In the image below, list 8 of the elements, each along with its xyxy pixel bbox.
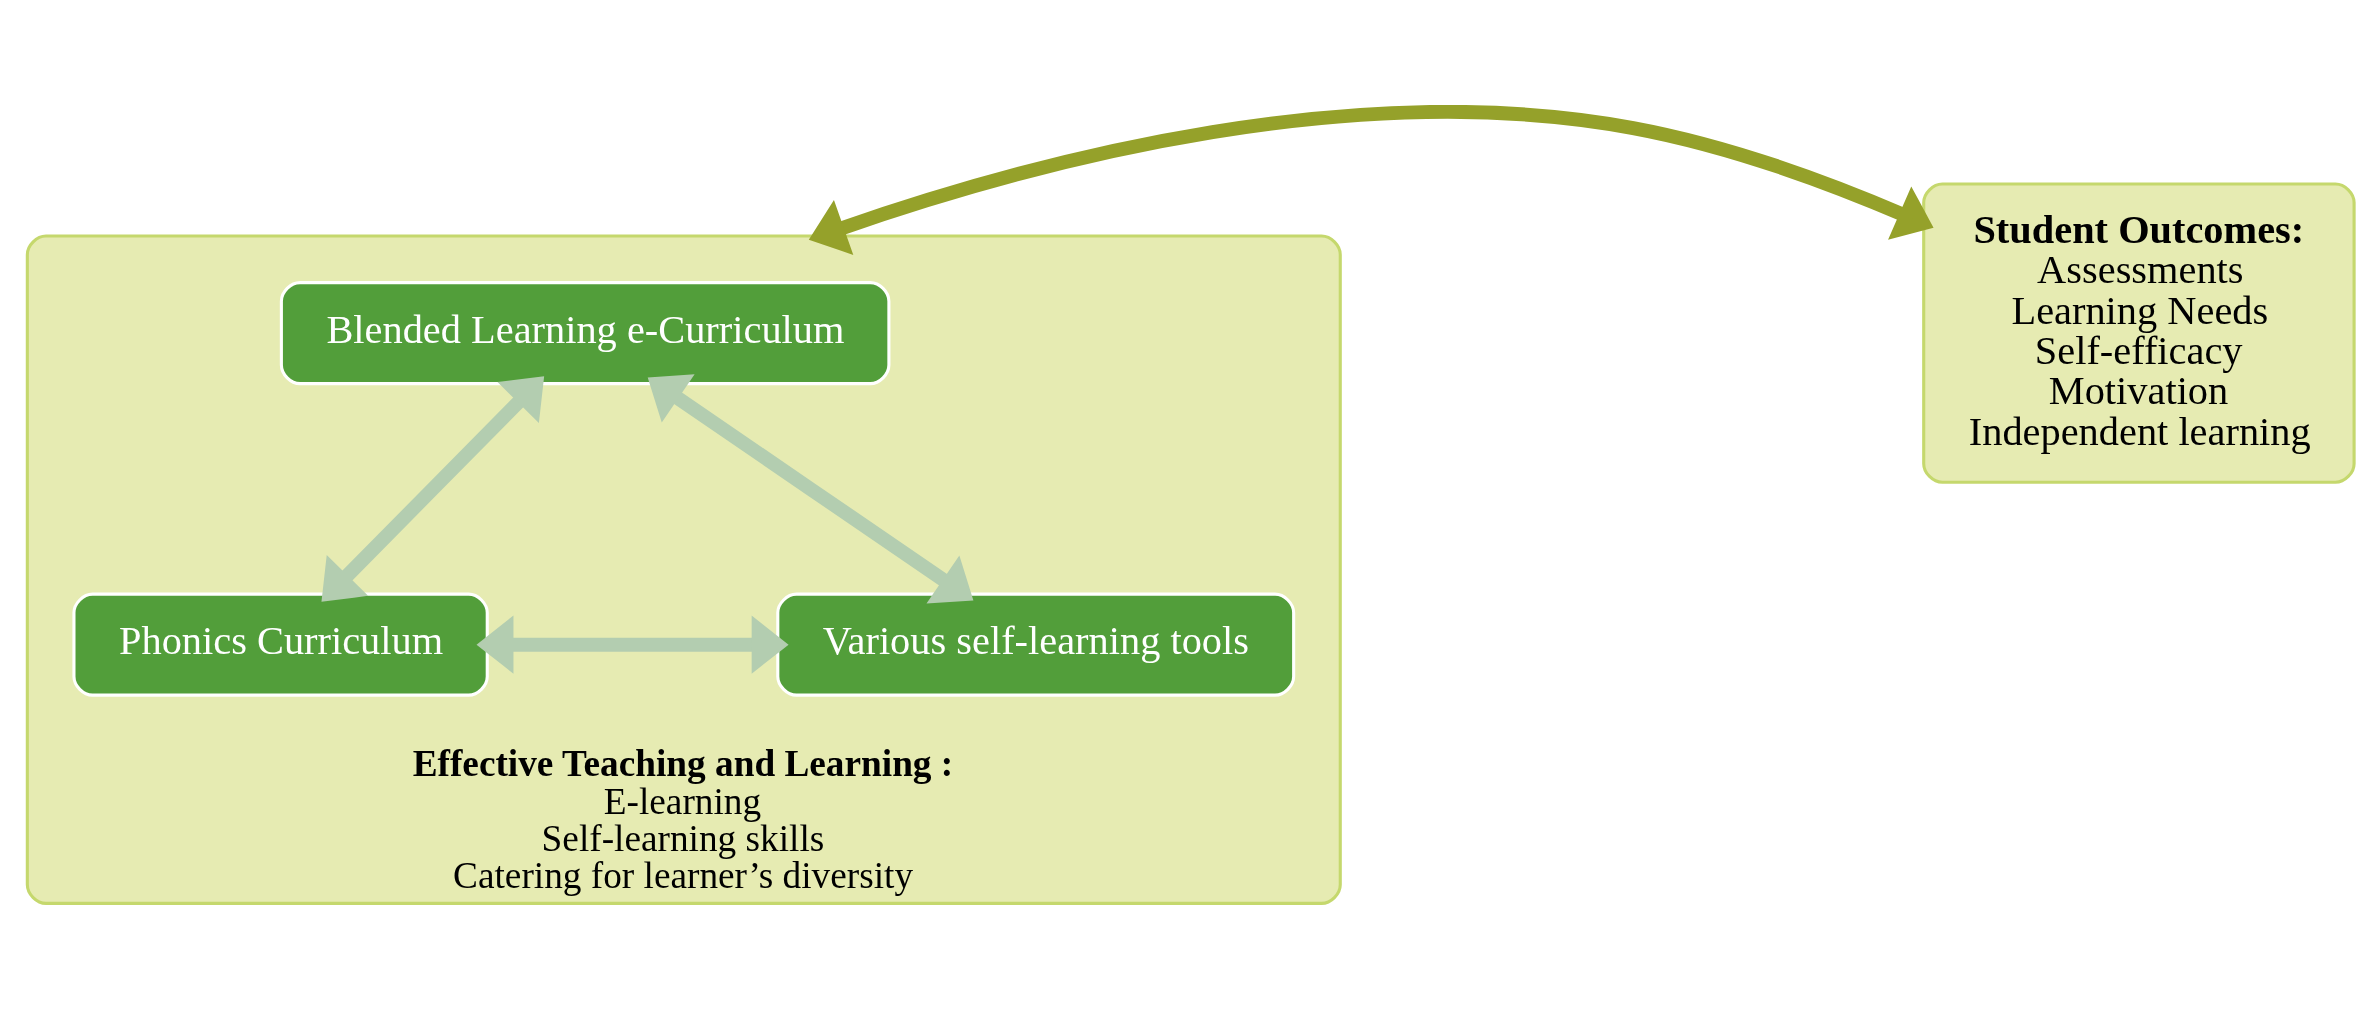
arrow [476,615,789,674]
arrow [321,376,545,602]
node-box: Blended Learning e-Curriculum [279,281,891,386]
node-box: Various self-learning tools [776,592,1296,697]
node-box: Phonics Curriculum [72,592,489,697]
node-box: Student Outcomes: Assessments Learning Needs Self-efficacy Motivation Independent learning [1922,182,2356,484]
arrow [647,374,974,604]
arrow [808,105,1934,255]
